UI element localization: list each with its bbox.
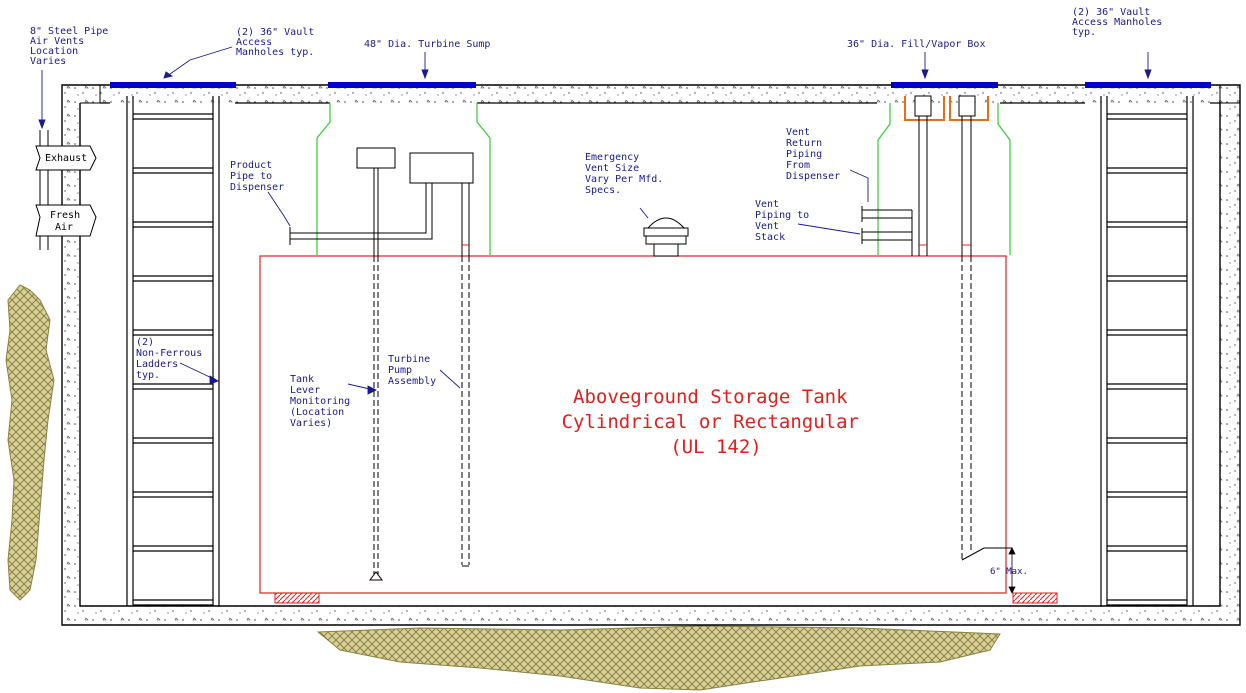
- fill-vapor-box-label: 36" Dia. Fill/Vapor Box: [847, 39, 985, 50]
- product-pipe-label: Product Pipe to Dispenser: [230, 160, 284, 193]
- manhole-cover-left: [110, 82, 236, 88]
- max-dimension: [1008, 547, 1016, 594]
- manhole-cover-fill: [891, 82, 998, 88]
- vault-manholes-left-label: (2) 36" Vault Access Manholes typ.: [236, 27, 320, 58]
- tank-saddle-right: [1012, 592, 1058, 604]
- vent-piping-label: Vent Piping to Vent Stack: [755, 199, 815, 243]
- tank-saddle-left: [274, 592, 320, 604]
- manhole-cover-right: [1085, 82, 1211, 88]
- turbine-pump-assembly: [289, 152, 474, 567]
- soil-bottom: [316, 625, 1001, 691]
- concrete-vault: [61, 84, 1241, 626]
- fresh-air-label-2: Air: [55, 222, 73, 233]
- air-vent-pipes: [35, 130, 97, 250]
- fill-sump: [877, 103, 1011, 255]
- storage-tank: [259, 255, 1007, 594]
- max-dimension-label: 6" Max.: [990, 567, 1028, 577]
- leader-lines: [38, 46, 1152, 395]
- vent-return-label: Vent Return Piping From Dispenser: [786, 127, 840, 182]
- tank-level-monitor: [356, 147, 396, 581]
- ladder-right: [1100, 96, 1194, 606]
- ladders-label: (2) Non-Ferrous Ladders typ.: [136, 337, 208, 381]
- soil-left: [5, 284, 55, 601]
- manhole-cover-turbine: [328, 82, 476, 88]
- steel-pipe-vents-label: 8" Steel Pipe Air Vents Location Varies: [30, 26, 114, 67]
- ladder-left: [126, 96, 220, 606]
- emergency-vent-label: Emergency Vent Size Vary Per Mfd. Specs.: [585, 152, 669, 196]
- tank-level-label: Tank Lever Monitoring (Location Varies): [290, 374, 356, 429]
- turbine-sump: [316, 103, 491, 255]
- exhaust-label: Exhaust: [45, 153, 87, 164]
- fill-vapor-pipes: [861, 95, 1012, 561]
- emergency-vent: [643, 217, 689, 257]
- turbine-pump-label: Turbine Pump Assembly: [388, 354, 436, 387]
- turbine-sump-label: 48" Dia. Turbine Sump: [364, 39, 490, 50]
- fresh-air-label-1: Fresh: [50, 210, 80, 221]
- tank-title: Aboveground Storage Tank Cylindrical or …: [562, 386, 871, 458]
- vault-manholes-right-label: (2) 36" Vault Access Manholes typ.: [1072, 7, 1168, 38]
